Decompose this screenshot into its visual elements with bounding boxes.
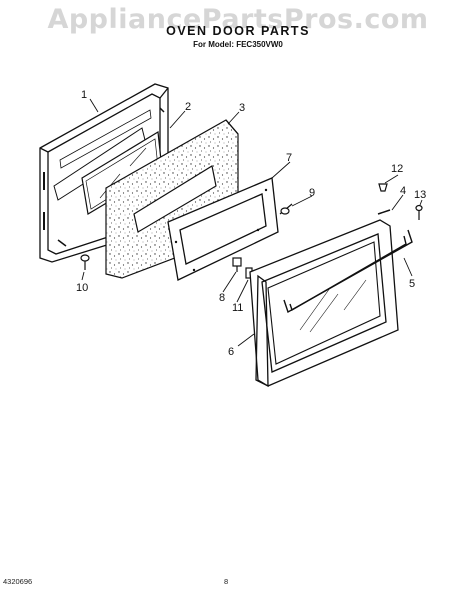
callout-7: 7 [286,152,292,164]
callout-8: 8 [219,292,225,304]
callout-11: 11 [232,302,243,314]
callout-3: 3 [239,102,245,114]
part-4-outer-glass [267,209,391,365]
part-13-screw [415,204,423,220]
callout-12: 12 [391,163,403,175]
callout-2: 2 [185,101,191,113]
callout-6: 6 [228,346,234,358]
part-9-screw [279,203,293,215]
leader-lines [81,98,423,347]
part-7-gasket-frame [167,177,279,281]
part-10-screw [80,254,90,270]
part-5-handle [283,229,413,314]
model-subtitle: For Model: FEC350VW0 [193,40,283,49]
callout-1: 1 [81,89,87,101]
callout-4: 4 [400,185,406,197]
callout-9: 9 [309,187,315,199]
diagram-title: OVEN DOOR PARTS [166,24,310,38]
callout-13: 13 [414,189,426,201]
callout-10: 10 [76,282,88,294]
callout-labels: 1 2 3 4 5 6 7 8 9 10 11 12 13 [76,89,426,358]
part-8-clip [232,257,242,272]
watermark: AppliancePartsPros.com [47,4,429,35]
part-12-plug [378,183,388,192]
document-number: 4320696 [3,577,33,586]
page-number: 8 [224,577,229,586]
callout-5: 5 [409,278,415,290]
